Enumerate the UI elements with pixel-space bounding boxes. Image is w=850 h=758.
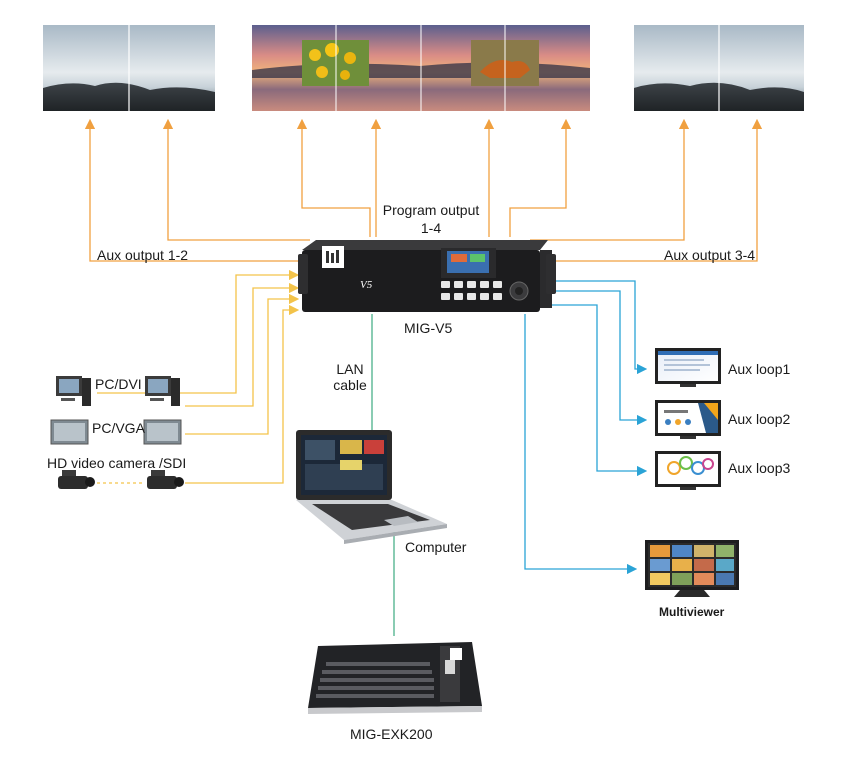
aux-loop2-label: Aux loop2 xyxy=(728,411,791,427)
aux-output-left-label: Aux output 1-2 xyxy=(97,247,189,263)
program-output-range-label: 1-4 xyxy=(420,220,442,236)
lan-lines xyxy=(371,314,395,636)
left-video-wall xyxy=(43,25,215,111)
multiviewer-label: Multiviewer xyxy=(659,605,725,619)
computer-label: Computer xyxy=(405,539,467,555)
pc-dvi-source-left xyxy=(56,376,91,406)
device-name-label: MIG-V5 xyxy=(404,320,453,336)
mig-exk200-keyboard xyxy=(308,642,482,714)
pc-vga-label: PC/VGA xyxy=(92,420,145,436)
camera-source-right xyxy=(147,470,184,489)
loop-lines xyxy=(524,280,648,575)
device-badge: V5 xyxy=(360,279,373,291)
camera-sdi-label: HD video camera /SDI xyxy=(47,455,187,471)
aux-output-right-lines xyxy=(530,118,763,262)
pc-dvi-label: PC/DVI xyxy=(95,376,142,392)
aux-loop3-label: Aux loop3 xyxy=(728,460,791,476)
lan-cable-label-line2: cable xyxy=(333,377,367,393)
pc-dvi-source-right xyxy=(145,376,180,406)
aux-loop1-monitor xyxy=(655,348,721,387)
aux-output-left-lines xyxy=(84,118,310,262)
camera-source-left xyxy=(58,470,95,489)
mig-v5-device[interactable]: V5 xyxy=(298,240,556,312)
lan-cable-label-line1: LAN xyxy=(336,361,364,377)
right-video-wall xyxy=(634,25,804,111)
aux-loop3-monitor xyxy=(655,451,721,490)
keyboard-label: MIG-EXK200 xyxy=(350,726,433,742)
computer-laptop xyxy=(296,430,447,544)
aux-loop1-label: Aux loop1 xyxy=(728,361,791,377)
device-buttons xyxy=(441,281,502,300)
center-video-wall xyxy=(252,25,590,111)
aux-loop2-monitor xyxy=(655,400,721,439)
aux-output-right-label: Aux output 3-4 xyxy=(664,247,756,263)
pc-vga-source-right xyxy=(143,419,182,445)
program-output-lines xyxy=(296,118,572,237)
pc-vga-source-left xyxy=(50,419,89,445)
program-output-label: Program output xyxy=(382,202,480,218)
multiviewer-monitor xyxy=(645,540,739,597)
